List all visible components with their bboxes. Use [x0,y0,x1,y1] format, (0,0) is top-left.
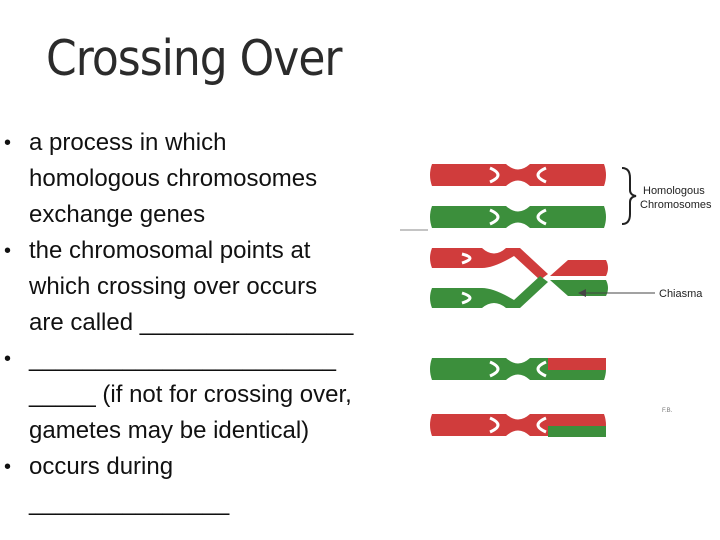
homologous-label: Chromosomes [640,199,712,211]
bullet-line: exchange genes [29,201,206,228]
bullet-list: a process in which homologous chromosome… [0,125,420,521]
bullet-line: are called ________________ [29,309,354,336]
bullet-line: gametes may be identical) [29,417,310,444]
credit-label: F.B. [662,408,673,414]
bullet-line: _______________ [29,489,230,516]
crossing-over-diagram: Homologous Chromosomes Chiasma F.B. [400,162,712,438]
chiasma-pair [430,248,608,308]
bullet-line: _____ (if not for crossing over, [29,381,352,408]
bullet-line: a process in which [29,129,227,156]
bullet-line: which crossing over occurs [29,273,318,300]
bullet-item: occurs during _______________ [0,449,420,521]
chromosome-red [428,162,608,188]
homologous-brace [621,167,637,225]
chiasma-label: Chiasma [659,288,703,300]
bullet-line: homologous chromosomes [29,165,318,192]
recombinant-pair [428,356,608,438]
page-title: Crossing Over [46,30,342,88]
bullet-line: _______________________ [29,345,336,372]
bullet-item: a process in which homologous chromosome… [0,125,420,233]
bullet-item: _______________________ _____ (if not fo… [0,341,420,449]
homologous-label: Homologous [643,185,705,197]
bullet-line: occurs during [29,453,174,480]
chromosome-green [428,204,608,230]
bullet-line: the chromosomal points at [29,237,311,264]
bullet-item: the chromosomal points at which crossing… [0,233,420,341]
